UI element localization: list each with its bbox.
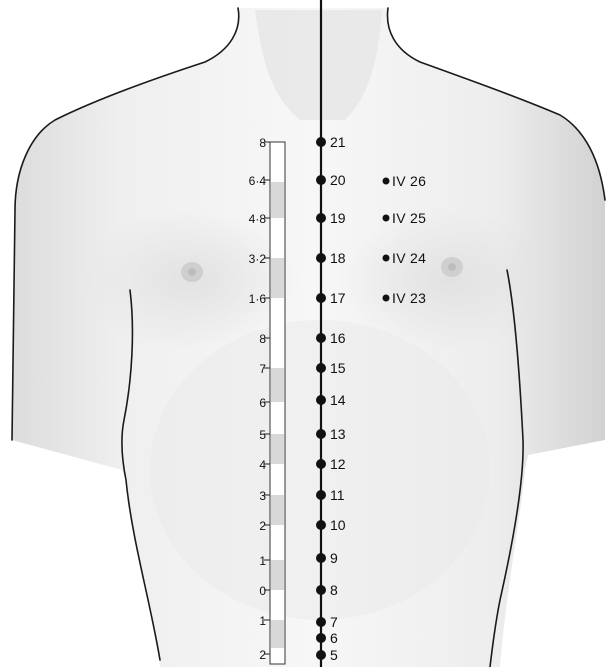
scale-seg-2: [271, 368, 284, 402]
scale-seg-5: [271, 560, 284, 590]
meridian-label: 6: [330, 630, 338, 646]
meridian-point-12: [316, 459, 326, 469]
meridian-point-10: [316, 520, 326, 530]
meridian-label: 16: [330, 330, 346, 346]
scale-label: 0: [259, 584, 266, 598]
meridian-label: 18: [330, 250, 346, 266]
scale-label: 1·6: [249, 292, 267, 306]
meridian-point-17: [316, 293, 326, 303]
meridian-point-11: [316, 490, 326, 500]
meridian-label: 21: [330, 134, 346, 150]
meridian-label: 7: [330, 614, 338, 630]
scale-label: 3: [259, 489, 266, 503]
meridian-point-16: [316, 333, 326, 343]
meridian-label: 17: [330, 290, 346, 306]
lateral-label: IV 25: [392, 210, 426, 226]
meridian-label: 5: [330, 647, 338, 663]
meridian-label: 8: [330, 582, 338, 598]
left-nipple-center: [188, 268, 196, 276]
meridian-point-9: [316, 553, 326, 563]
lateral-point-iv23: [383, 295, 390, 302]
meridian-point-7: [316, 617, 326, 627]
scale-label: 6: [259, 396, 266, 410]
lateral-point-iv25: [383, 215, 390, 222]
meridian-label: 19: [330, 210, 346, 226]
scale-label: 8: [259, 136, 266, 150]
lateral-point-iv26: [383, 178, 390, 185]
scale-seg-4: [271, 495, 284, 525]
right-nipple-center: [448, 263, 456, 271]
scale-seg-3: [271, 434, 284, 464]
scale-seg-6: [271, 620, 284, 648]
scale-label: 8: [259, 332, 266, 346]
meridian-point-18: [316, 253, 326, 263]
meridian-point-15: [316, 363, 326, 373]
scale-label: 2: [259, 519, 266, 533]
lateral-label: IV 23: [392, 290, 426, 306]
meridian-point-6: [316, 633, 326, 643]
meridian-point-21: [316, 137, 326, 147]
meridian-label: 11: [330, 487, 345, 503]
scale-label: 5: [259, 428, 266, 442]
meridian-label: 10: [330, 517, 346, 533]
scale-label: 1: [259, 614, 266, 628]
meridian-point-13: [316, 429, 326, 439]
scale-label: 1: [259, 554, 266, 568]
lateral-point-iv24: [383, 255, 390, 262]
meridian-label: 14: [330, 392, 346, 408]
meridian-label: 20: [330, 172, 346, 188]
lateral-label: IV 26: [392, 173, 426, 189]
meridian-point-8: [316, 585, 326, 595]
scale-label: 4·8: [249, 212, 267, 226]
scale-label: 4: [259, 458, 266, 472]
lateral-label: IV 24: [392, 250, 426, 266]
scale-seg-1: [271, 258, 284, 298]
meridian-label: 15: [330, 360, 346, 376]
meridian-point-19: [316, 213, 326, 223]
scale-label: 7: [259, 362, 266, 376]
meridian-point-20: [316, 175, 326, 185]
scale-seg-0: [271, 182, 284, 218]
meridian-label: 12: [330, 456, 346, 472]
meridian-point-14: [316, 395, 326, 405]
scale-label: 3·2: [249, 252, 267, 266]
meridian-point-5: [316, 650, 326, 660]
meridian-label: 13: [330, 426, 346, 442]
scale-label: 2: [259, 648, 266, 662]
scale-label: 6·4: [249, 174, 267, 188]
meridian-label: 9: [330, 550, 338, 566]
